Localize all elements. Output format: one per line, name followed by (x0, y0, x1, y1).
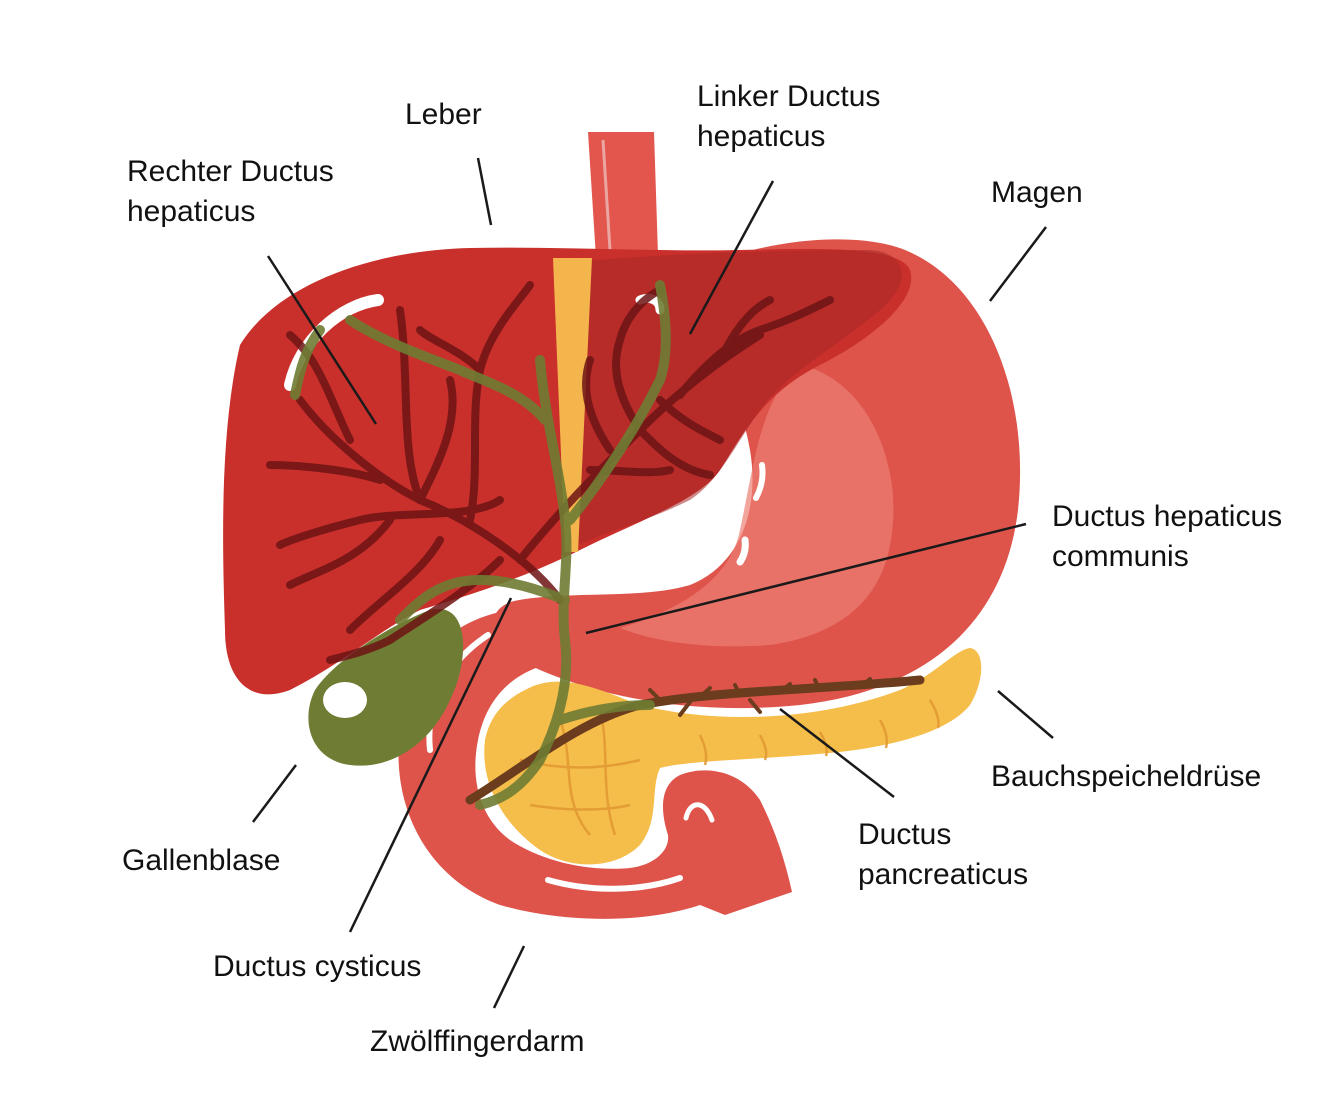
label-ductus-pancreaticus: Ductus pancreaticus (858, 815, 1028, 895)
leader-gallenblase (252, 764, 297, 823)
gallbladder (308, 608, 464, 766)
label-linker-ductus-line1: Linker Ductus (697, 80, 881, 113)
label-ductus-cysticus: Ductus cysticus (213, 950, 422, 983)
label-rechter-ductus-line2: hepaticus (127, 195, 256, 228)
esophagus (588, 132, 658, 261)
label-bauchspeicheldruese: Bauchspeicheldrüse (991, 760, 1262, 793)
label-ductus-pancreaticus-line2: pancreaticus (858, 858, 1029, 891)
bile-ducts (290, 280, 671, 810)
label-gallenblase: Gallenblase (122, 844, 281, 877)
liver-vessels (266, 281, 834, 664)
leader-ductus-hepaticus-communis (585, 522, 1027, 635)
label-linker-ductus-hepaticus: Linker Ductus hepaticus (697, 77, 880, 157)
label-ductus-hepaticus-communis: Ductus hepaticus communis (1052, 497, 1282, 577)
stomach (493, 239, 1021, 709)
leader-rechter-ductus (266, 255, 378, 425)
leader-zwoelffingerdarm (492, 945, 526, 1009)
leader-bauchspeicheldruese (997, 690, 1054, 739)
leader-magen (989, 226, 1047, 302)
leader-leber (476, 157, 493, 226)
label-ductus-hepaticus-communis-line2: communis (1052, 540, 1189, 573)
label-ductus-pancreaticus-line1: Ductus (858, 818, 952, 851)
label-leber: Leber (405, 98, 482, 131)
leader-lines (252, 157, 1054, 1009)
duodenum (398, 610, 792, 919)
label-rechter-ductus-hepaticus: Rechter Ductus hepaticus (127, 152, 334, 232)
label-ductus-hepaticus-communis-line1: Ductus hepaticus (1052, 500, 1283, 533)
label-rechter-ductus-line1: Rechter Ductus (127, 155, 334, 188)
leader-ductus-cysticus (348, 597, 513, 933)
leader-ductus-pancreaticus (779, 708, 895, 798)
label-magen: Magen (991, 176, 1083, 209)
label-zwoelffingerdarm: Zwölffingerdarm (370, 1025, 585, 1058)
leader-linker-ductus (688, 180, 775, 335)
label-linker-ductus-line2: hepaticus (697, 120, 826, 153)
